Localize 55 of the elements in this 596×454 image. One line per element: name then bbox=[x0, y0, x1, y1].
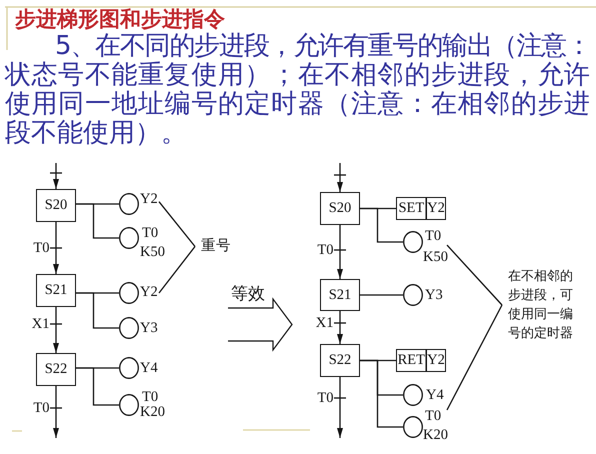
instruction-box bbox=[396, 197, 446, 220]
coil-label: Y3 bbox=[140, 320, 158, 336]
arrow bbox=[53, 386, 59, 438]
edge-label: X1 bbox=[316, 315, 334, 331]
connector-line bbox=[76, 203, 119, 239]
coil-label: Y3 bbox=[425, 288, 443, 302]
coil-label: Y2 bbox=[140, 192, 158, 207]
note-text: 在不相邻的步进段，可使用同一编号的定时器 bbox=[502, 267, 574, 343]
connector-line bbox=[76, 367, 119, 406]
edge-label: T0 bbox=[317, 390, 334, 406]
instruction-label: RET bbox=[397, 351, 426, 370]
coil-label: T0 bbox=[142, 226, 158, 241]
arrow bbox=[337, 163, 343, 192]
arrow bbox=[337, 311, 343, 344]
coil-label: K50 bbox=[423, 250, 448, 264]
instruction-box bbox=[396, 349, 446, 372]
connector-line bbox=[76, 292, 119, 329]
step-box: S21 bbox=[36, 274, 76, 307]
arrow bbox=[337, 225, 343, 279]
coil-label: K20 bbox=[423, 428, 448, 442]
coil-label: Y4 bbox=[426, 388, 444, 402]
step-box: S20 bbox=[36, 189, 76, 222]
connector-line bbox=[360, 360, 403, 428]
coil-label: Y2 bbox=[140, 284, 158, 300]
title: 步进梯形图和步进指令 bbox=[15, 7, 225, 31]
edge-label: T0 bbox=[33, 400, 50, 416]
step-box: S22 bbox=[36, 353, 76, 386]
arrow bbox=[53, 307, 59, 353]
coil-label: T0 bbox=[142, 390, 158, 404]
arrow bbox=[337, 377, 343, 438]
step-box: S21 bbox=[320, 279, 360, 311]
arrow-label: 等效 bbox=[231, 284, 265, 304]
edge-label: T0 bbox=[33, 240, 50, 256]
arrow bbox=[53, 222, 59, 274]
coil-label: K50 bbox=[140, 245, 165, 260]
coil-label: T0 bbox=[425, 228, 442, 244]
operand-label: Y2 bbox=[426, 351, 445, 370]
coil-label: K20 bbox=[140, 404, 165, 420]
instruction-label: SET bbox=[397, 199, 426, 218]
step-box: S22 bbox=[320, 344, 360, 377]
connector-line bbox=[360, 294, 403, 296]
leader-line bbox=[446, 304, 503, 410]
leader-line bbox=[158, 201, 196, 247]
body-text: 5、在不同的步进段，允许有重号的输出（注意：状态号不能重复使用）；在不相邻的步进段，允许使用同一地址编号的定时器（注意：在相邻的步进段不能使用）。 bbox=[5, 32, 590, 148]
step-box: S20 bbox=[320, 192, 360, 225]
connector-line bbox=[360, 208, 403, 243]
note-text: 重号 bbox=[195, 238, 231, 255]
leader-line bbox=[446, 244, 502, 306]
coil-label: Y4 bbox=[140, 360, 158, 376]
edge-label: X1 bbox=[32, 316, 50, 332]
arrow bbox=[53, 163, 59, 189]
leader-line bbox=[158, 246, 196, 294]
edge-label: T0 bbox=[317, 242, 334, 258]
coil-label: T0 bbox=[425, 409, 442, 424]
operand-label: Y2 bbox=[426, 199, 445, 218]
